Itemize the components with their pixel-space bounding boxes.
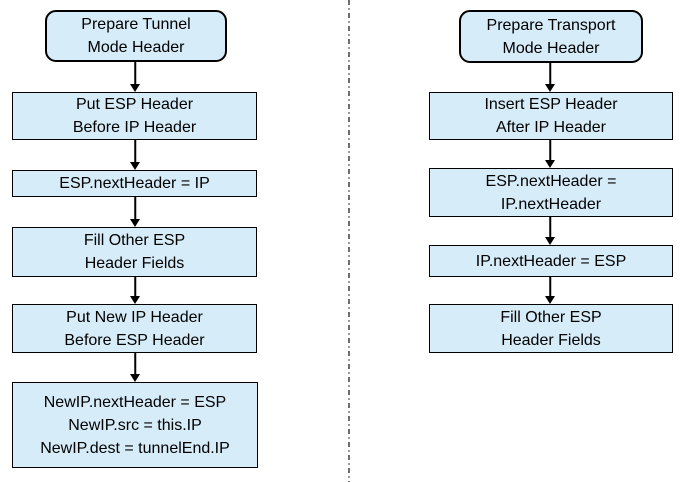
- node-newip-assignments: NewIP.nextHeader = ESP NewIP.src = this.…: [12, 382, 258, 468]
- node-fill-other-esp-header-fields-left: Fill Other ESP Header Fields: [12, 227, 257, 277]
- flow-arrow-down: [544, 217, 556, 245]
- node-line: Header Fields: [84, 255, 185, 272]
- node-put-new-ip-header-before-esp-header: Put New IP Header Before ESP Header: [12, 304, 257, 353]
- node-line: Insert ESP Header: [484, 96, 618, 113]
- flow-arrow-down: [544, 140, 556, 168]
- flow-arrow-down: [129, 197, 141, 227]
- node-line: ESP.nextHeader =: [485, 172, 617, 190]
- flow-arrow-down: [544, 63, 556, 92]
- node-line: Prepare Tunnel: [81, 16, 191, 33]
- node-line: Before ESP Header: [64, 331, 205, 349]
- flow-arrow-down: [129, 140, 141, 170]
- node-esp-nextheader-ip-nextheader: ESP.nextHeader = IP.nextHeader: [429, 168, 673, 217]
- node-line: Mode Header: [502, 39, 600, 57]
- node-line: IP.nextHeader = ESP: [475, 252, 627, 270]
- node-line: After IP Header: [496, 119, 606, 136]
- node-line: Mode Header: [87, 39, 185, 56]
- node-fill-other-esp-header-fields-right: Fill Other ESP Header Fields: [429, 304, 673, 353]
- node-line: Fill Other ESP: [500, 308, 602, 326]
- node-prepare-tunnel-mode-header: Prepare Tunnel Mode Header: [45, 10, 227, 62]
- node-line: NewIP.src = this.IP: [68, 416, 202, 434]
- node-ip-nextheader-esp: IP.nextHeader = ESP: [429, 245, 673, 277]
- node-line: Put ESP Header: [75, 96, 194, 113]
- node-line: Fill Other ESP: [83, 232, 186, 249]
- node-line: NewIP.dest = tunnelEnd.IP: [40, 439, 230, 457]
- flow-arrow-down: [544, 277, 556, 304]
- node-line: Header Fields: [501, 331, 601, 349]
- node-esp-nextheader-ip: ESP.nextHeader = IP: [12, 170, 257, 197]
- column-separator-dashed-line: [348, 0, 350, 482]
- flow-arrow-down: [129, 353, 141, 382]
- node-line: Before IP Header: [72, 119, 197, 136]
- node-line: Prepare Transport: [486, 16, 616, 34]
- node-line: ESP.nextHeader = IP: [59, 175, 210, 192]
- flow-arrow-down: [129, 277, 141, 304]
- flow-arrow-down: [129, 62, 141, 92]
- node-line: NewIP.nextHeader = ESP: [43, 393, 227, 411]
- node-put-esp-header-before-ip-header: Put ESP Header Before IP Header: [12, 92, 257, 140]
- node-line: IP.nextHeader: [500, 195, 602, 213]
- node-insert-esp-header-after-ip-header: Insert ESP Header After IP Header: [429, 92, 673, 140]
- node-prepare-transport-mode-header: Prepare Transport Mode Header: [459, 10, 643, 63]
- node-line: Put New IP Header: [66, 308, 203, 326]
